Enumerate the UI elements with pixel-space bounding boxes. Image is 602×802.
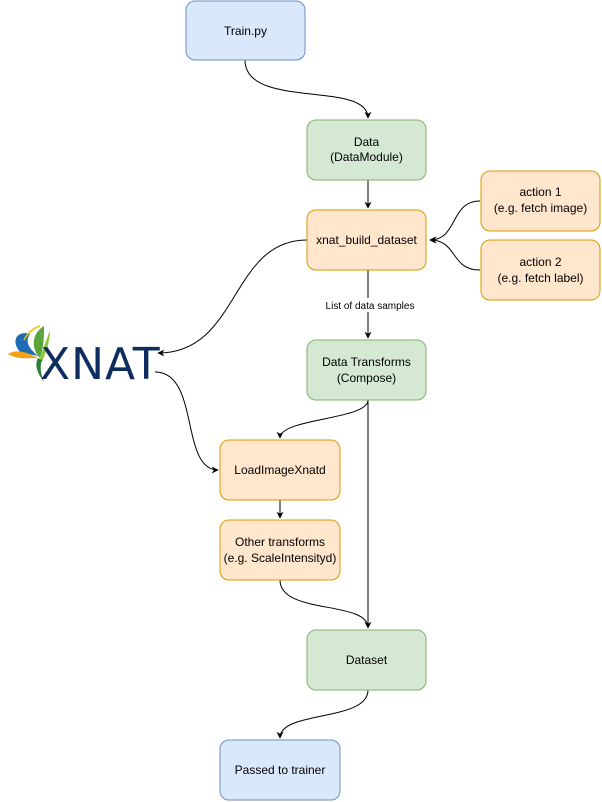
edge-transforms-to-loadimage [276,399,369,439]
node-action1: action 1 (e.g. fetch image) [480,170,601,232]
node-dataset: Dataset [306,629,427,691]
node-trainer: Passed to trainer [219,739,341,801]
xnat-leaf-icon [8,325,50,382]
xnat-logo: XNAT [8,325,161,390]
node-action1-line2: (e.g. fetch image) [494,201,587,215]
node-other-transforms-line2: (e.g. ScaleIntensityd) [224,551,337,565]
edge-build-to-xnat [157,239,308,357]
node-load-image-box [219,439,341,501]
node-train-box [185,0,306,61]
node-xnat-build-box [306,209,427,271]
node-dataset-label: Dataset [346,653,388,667]
edge-train-to-data [244,59,372,119]
node-action2-box [480,239,601,301]
node-data: Data (DataModule) [306,119,427,181]
node-dataset-box [306,629,427,691]
edge-xnat-to-loadimage [154,371,219,474]
node-xnat-build-label: xnat_build_dataset [316,233,417,247]
node-action2-line1: action 2 [519,255,561,269]
node-train-label: Train.py [224,24,267,38]
node-transforms-line1: Data Transforms [322,355,411,369]
edge-dataset-to-trainer [276,689,369,739]
edge-action2-to-build [429,236,481,271]
edge-action1-to-build [429,200,481,244]
node-transforms: Data Transforms (Compose) [306,339,427,401]
node-data-line1: Data [354,135,380,149]
node-other-transforms-box [219,519,341,581]
node-other-transforms: Other transforms (e.g. ScaleIntensityd) [219,519,341,581]
node-action1-line1: action 1 [519,185,561,199]
node-action1-box [480,170,601,232]
node-action2: action 2 (e.g. fetch label) [480,239,601,301]
node-load-image-label: LoadImageXnatd [234,463,325,477]
edge-other-to-dataset [279,579,369,629]
node-data-line2: (DataModule) [330,150,403,164]
node-other-transforms-line1: Other transforms [235,535,325,549]
node-train: Train.py [185,0,306,61]
node-load-image: LoadImageXnatd [219,439,341,501]
node-data-box [306,119,427,181]
edge-label-background [317,298,423,312]
node-trainer-label: Passed to trainer [235,763,326,777]
node-xnat-build: xnat_build_dataset [306,209,427,271]
edge-label-samples: List of data samples [326,301,415,312]
node-trainer-box [219,739,341,801]
node-transforms-box [306,339,427,401]
node-action2-line2: (e.g. fetch label) [497,271,583,285]
xnat-logo-text: XNAT [40,339,161,390]
node-transforms-line2: (Compose) [337,371,396,385]
